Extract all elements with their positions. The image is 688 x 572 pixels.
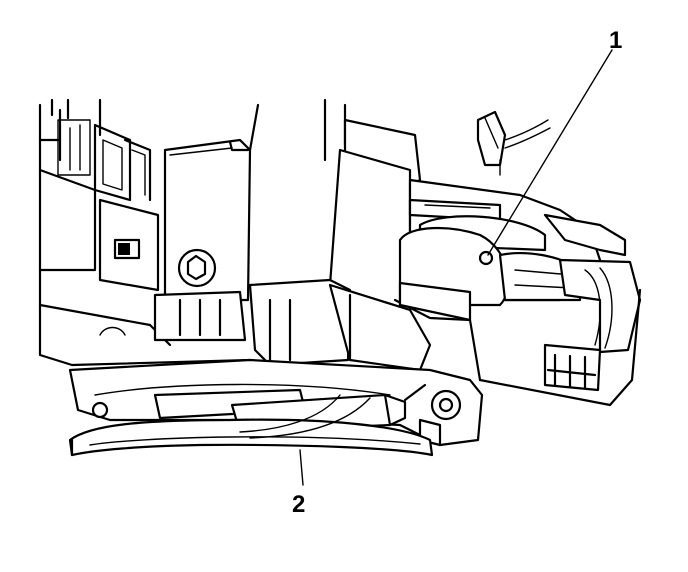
switch-mounting-block xyxy=(153,103,260,342)
steering-column-housing xyxy=(38,98,252,367)
wire-connector xyxy=(476,110,551,176)
release-pin-hole-icon xyxy=(478,250,494,266)
callout-label-2: 2 xyxy=(292,491,305,518)
callout-label-1: 1 xyxy=(609,27,622,54)
column-center-casting xyxy=(248,98,432,372)
hex-bolt-head xyxy=(186,254,207,281)
callout-leaders xyxy=(299,49,613,486)
lower-trim-cover xyxy=(68,394,434,457)
ignition-lock-cylinder xyxy=(393,178,642,407)
lower-shroud-bracket xyxy=(68,358,484,447)
